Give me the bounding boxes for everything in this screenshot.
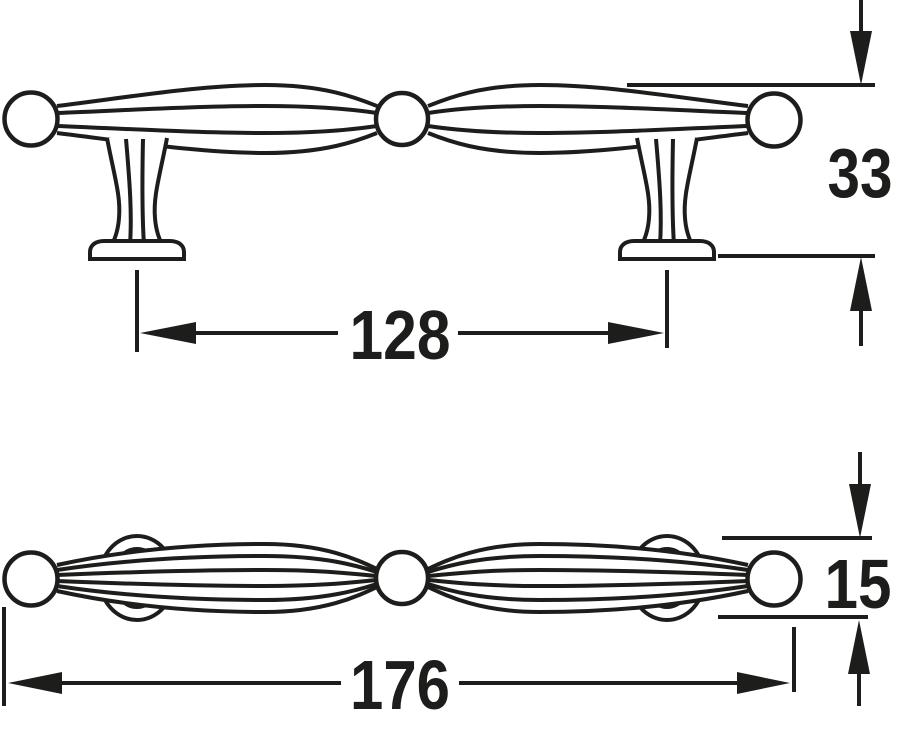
plan-mid-top-left — [56, 553, 378, 574]
plan-inner-bottom-left — [56, 578, 378, 589]
arrowhead-right — [737, 672, 790, 694]
height-dim-label: 33 — [828, 134, 893, 212]
plan-view — [2, 534, 803, 622]
arrowhead-down — [849, 484, 871, 538]
plan-outer-bottom-left — [56, 585, 378, 615]
plan-mid-bottom-right — [427, 582, 749, 603]
arrowhead-left — [140, 322, 196, 344]
bar-top-contour-left — [56, 82, 378, 108]
side-view — [2, 82, 803, 261]
plan-mid-top-right — [427, 553, 749, 574]
depth-dim-label: 15 — [825, 545, 892, 623]
dimension-hole-spacing-128: 128 — [135, 270, 669, 374]
end-ball-right-plan — [745, 550, 803, 608]
dimension-depth-15: 15 — [718, 452, 892, 706]
bar-upper-flute-right — [427, 103, 749, 115]
end-ball-left-plan — [2, 550, 60, 608]
arrowhead-down — [850, 31, 872, 85]
dimension-height-33: 33 — [627, 0, 893, 346]
handle-foot-right — [618, 136, 716, 261]
bar-bottom-contour-right — [427, 131, 749, 156]
dimension-length-176: 176 — [2, 607, 796, 724]
plan-mid-bottom-left — [56, 582, 378, 603]
length-dim-label: 176 — [350, 646, 450, 724]
bar-bottom-contour-left — [56, 131, 378, 156]
plan-inner-bottom-right — [427, 578, 749, 589]
arrowhead-up — [848, 620, 870, 674]
plan-outer-bottom-right — [427, 585, 749, 615]
end-ball-left-side — [2, 90, 60, 148]
plan-inner-top-left — [56, 567, 378, 578]
bar-lower-flute-left — [56, 124, 378, 136]
bar-lower-flute-right — [427, 124, 749, 136]
hole-spacing-dim-label: 128 — [350, 296, 451, 374]
plan-outer-top-left — [56, 541, 378, 571]
arrowhead-left — [8, 672, 62, 694]
center-knob-plan — [373, 549, 431, 607]
center-knob-side — [373, 90, 431, 148]
plan-inner-top-right — [427, 567, 749, 578]
bar-upper-flute-left — [56, 103, 378, 115]
handle-foot-left — [88, 136, 186, 261]
bar-top-contour-right — [427, 82, 749, 108]
end-ball-right-side — [745, 91, 803, 149]
arrowhead-up — [850, 257, 872, 311]
plan-outer-top-right — [427, 541, 749, 571]
handle-bar-plan-contours — [56, 541, 749, 615]
arrowhead-right — [608, 322, 664, 344]
